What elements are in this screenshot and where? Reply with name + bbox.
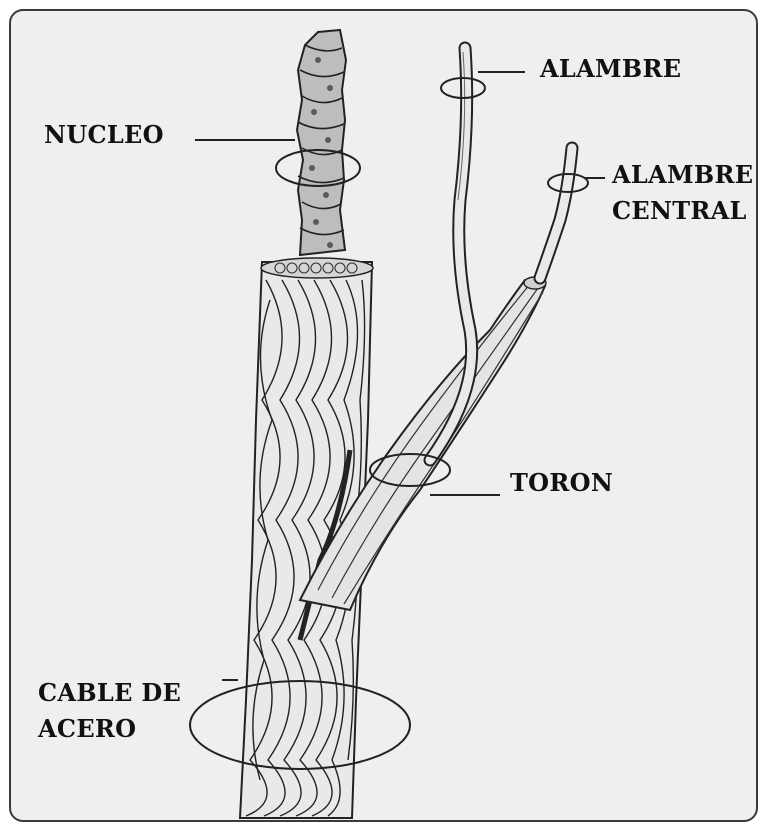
label-alambre-central-line1: ALAMBRE <box>612 158 753 192</box>
core-rope <box>297 30 346 255</box>
label-cable-de-acero-line2: ACERO <box>38 712 136 746</box>
label-nucleo: NUCLEO <box>44 118 164 152</box>
central-wire <box>540 148 572 278</box>
label-alambre-central-line2: CENTRAL <box>612 194 747 228</box>
label-alambre: ALAMBRE <box>540 52 681 86</box>
label-cable-de-acero-line1: CABLE DE <box>38 676 181 710</box>
label-toron: TORON <box>510 466 613 500</box>
